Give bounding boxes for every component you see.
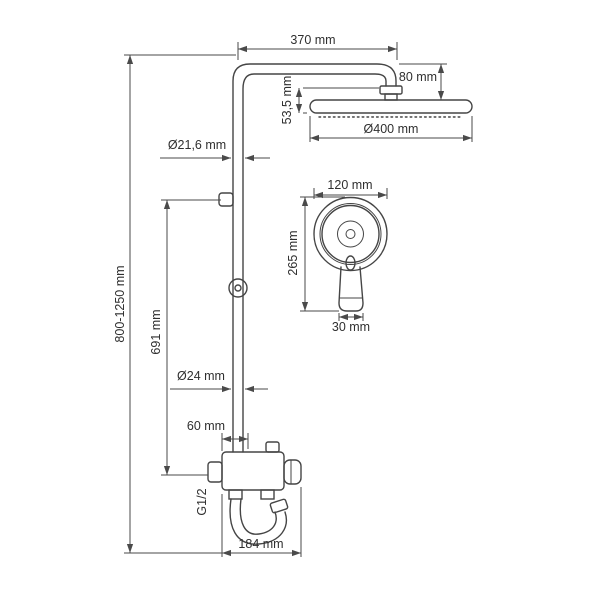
dim-mixer-width-label: 184 mm (238, 537, 283, 551)
mode-button (345, 255, 356, 271)
dim-arm-drop-label: 80 mm (399, 70, 437, 84)
dim-handshower-diameter-label: 120 mm (327, 178, 372, 192)
hose-fitting (269, 498, 289, 514)
dim-handshower-length-label: 265 mm (286, 230, 300, 275)
temperature-handle (207, 461, 223, 483)
pipe-inner-wall (242, 73, 387, 453)
hand-shower-detail (313, 196, 388, 312)
dim-total-height-label: 800-1250 mm (113, 265, 127, 342)
dimension-labels: 370 mm 80 mm 53,5 mm Ø400 mm Ø21,6 mm 80… (113, 33, 437, 551)
shower-hose (229, 498, 289, 545)
hand-shower-handle (338, 266, 364, 312)
dim-mixer-offset-label: 60 mm (187, 419, 225, 433)
hand-shower-face-outer (313, 196, 388, 272)
head-connector (379, 85, 403, 101)
hand-shower-nozzle-field (321, 204, 380, 264)
flow-handle (283, 459, 302, 485)
dim-inlet-thread-label: G1/2 (195, 488, 209, 515)
hose-nut-left (228, 489, 243, 500)
mixer-body (221, 451, 285, 491)
dim-lower-pipe-diameter-label: Ø24 mm (177, 369, 225, 383)
riser-pipe-and-arm (232, 63, 397, 453)
pipe-outer-wall (232, 63, 397, 453)
dim-upper-pipe-diameter-label: Ø21,6 mm (168, 138, 226, 152)
dimension-lines (124, 42, 473, 557)
dim-top-width-label: 370 mm (290, 33, 335, 47)
hose-nut-right (260, 489, 275, 500)
wall-bracket (218, 192, 234, 207)
rain-head-outline (309, 99, 473, 114)
slider-holder (228, 278, 248, 298)
mixer-unit (207, 441, 302, 500)
shower-assembly (207, 63, 473, 545)
dim-column-height-label: 691 mm (149, 309, 163, 354)
dim-head-thickness-label: 53,5 mm (280, 76, 294, 125)
dim-head-diameter-label: Ø400 mm (364, 122, 419, 136)
diverter-knob (265, 441, 280, 453)
rain-shower-head (309, 99, 473, 118)
dim-handle-diameter-label: 30 mm (332, 320, 370, 334)
